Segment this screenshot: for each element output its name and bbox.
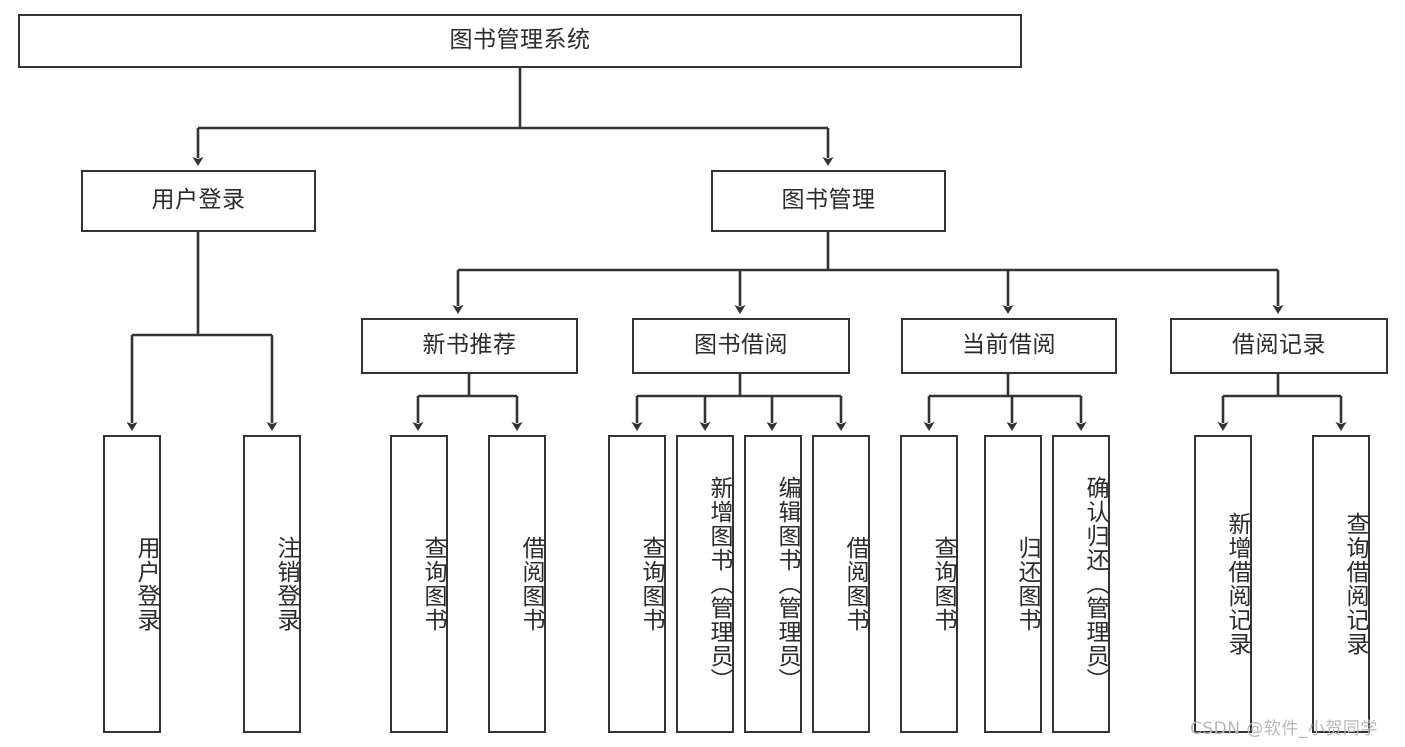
node-book-management[interactable]: 图书管理 [711,170,946,232]
node-label: 图书管理系统 [449,27,591,54]
leaf-book-borrow-edit-book-admin[interactable]: 编辑图书（管理员） [744,435,802,733]
node-label: 确认归还（管理员） [1082,476,1108,692]
node-label: 图书管理 [781,187,876,214]
csdn-watermark: CSDN @软件_小贺同学 [1190,719,1378,739]
node-label: 图书借阅 [694,332,788,359]
node-current-borrow[interactable]: 当前借阅 [901,318,1117,374]
leaf-book-borrow-query-book[interactable]: 查询图书 [608,435,666,733]
node-label: 用户登录 [133,536,159,632]
node-label: 借阅图书 [518,536,544,632]
node-label: 查询借阅记录 [1342,512,1368,656]
node-label: 编辑图书（管理员） [774,476,800,692]
leaf-new-book-borrow-book[interactable]: 借阅图书 [488,435,546,733]
node-new-book-recommend[interactable]: 新书推荐 [361,318,578,374]
node-label: 查询图书 [638,536,664,632]
node-label: 查询图书 [420,536,446,632]
node-label: 新书推荐 [422,332,517,359]
node-label: 当前借阅 [962,332,1056,359]
node-book-borrow[interactable]: 图书借阅 [632,318,850,374]
leaf-book-borrow-borrow-book[interactable]: 借阅图书 [812,435,870,733]
node-label: 查询图书 [930,536,956,632]
node-label: 归还图书 [1014,536,1040,632]
leaf-user-login-logout[interactable]: 注销登录 [243,435,301,733]
leaf-current-borrow-confirm-return-admin[interactable]: 确认归还（管理员） [1052,435,1110,733]
node-label: 用户登录 [151,187,246,214]
node-user-login[interactable]: 用户登录 [81,170,316,232]
leaf-borrow-record-query-record[interactable]: 查询借阅记录 [1312,435,1370,733]
leaf-new-book-query-book[interactable]: 查询图书 [390,435,448,733]
leaf-book-borrow-add-book-admin[interactable]: 新增图书（管理员） [676,435,734,733]
node-label: 新增借阅记录 [1224,512,1250,656]
leaf-user-login-login[interactable]: 用户登录 [103,435,161,733]
node-label: 注销登录 [273,536,299,632]
node-label: 借阅记录 [1232,332,1326,359]
node-label: 新增图书（管理员） [706,476,732,692]
leaf-borrow-record-add-record[interactable]: 新增借阅记录 [1194,435,1252,733]
leaf-current-borrow-query-book[interactable]: 查询图书 [900,435,958,733]
node-borrow-record[interactable]: 借阅记录 [1170,318,1388,374]
leaf-current-borrow-return-book[interactable]: 归还图书 [984,435,1042,733]
node-label: 借阅图书 [842,536,868,632]
node-root-book-management-system[interactable]: 图书管理系统 [18,14,1022,68]
